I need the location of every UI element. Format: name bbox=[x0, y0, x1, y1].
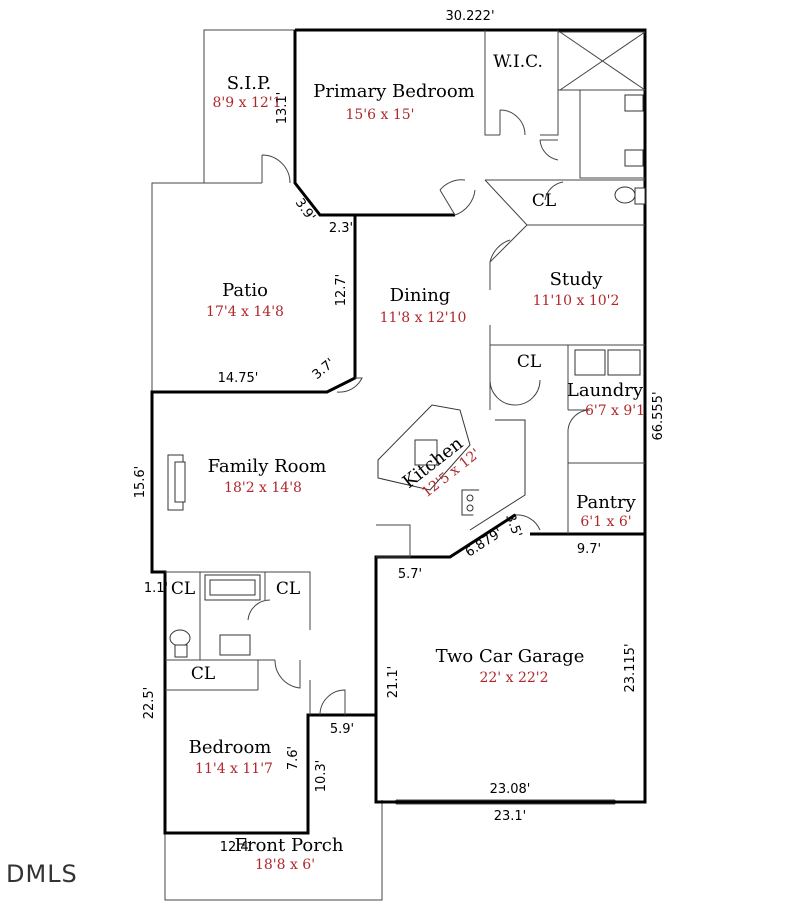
study-dims: 11'10 x 10'2 bbox=[533, 293, 620, 309]
front-porch-dims: 18'8 x 6' bbox=[255, 857, 315, 873]
interior-walls bbox=[165, 30, 646, 715]
measure-sip-side: 13.1' bbox=[275, 92, 290, 125]
two-car-garage-dims: 22' x 22'2 bbox=[479, 670, 548, 686]
sip-name: S.I.P. bbox=[227, 73, 271, 94]
measure-top-width: 30.222' bbox=[445, 9, 494, 24]
exterior-walls bbox=[150, 28, 647, 835]
measurements: 30.222' 13.1' 3.9' 2.3' 12.7' 14.75' 3.7… bbox=[133, 9, 666, 855]
measure-notch: 5.9' bbox=[330, 722, 354, 737]
pantry-name: Pantry bbox=[576, 492, 636, 513]
measure-family-left: 15.6' bbox=[133, 466, 148, 499]
dining-dims: 11'8 x 12'10 bbox=[380, 310, 467, 326]
closet-label: CL bbox=[532, 191, 556, 211]
closet-label: CL bbox=[517, 352, 541, 372]
measure-bedroom-right: 7.6' bbox=[286, 746, 301, 770]
dining-name: Dining bbox=[390, 285, 451, 306]
laundry-name: Laundry bbox=[567, 380, 644, 401]
fixtures bbox=[167, 94, 646, 658]
measure-kitchen-small: 3.5' bbox=[502, 512, 524, 540]
sip-dims: 8'9 x 12'1 bbox=[212, 95, 281, 111]
measure-kitchen-angle: 6.879' bbox=[463, 526, 505, 561]
measure-patio-bottom: 14.75' bbox=[218, 371, 259, 386]
closet-label: CL bbox=[191, 664, 215, 684]
closet-label: CL bbox=[171, 579, 195, 599]
measure-patio-side: 12.7' bbox=[334, 274, 349, 307]
study-name: Study bbox=[550, 269, 604, 290]
family-room-dims: 18'2 x 14'8 bbox=[224, 480, 302, 496]
measure-garage-bottom-outer: 23.1' bbox=[494, 809, 527, 824]
primary-bedroom-dims: 15'6 x 15' bbox=[345, 107, 414, 123]
bedroom-name: Bedroom bbox=[189, 737, 272, 758]
front-porch-name: Front Porch bbox=[235, 835, 344, 856]
measure-porch-side: 10.3' bbox=[314, 760, 329, 793]
measure-garage-left: 21.1' bbox=[386, 666, 401, 699]
measure-garage-top-left: 5.7' bbox=[398, 567, 422, 582]
family-room-name: Family Room bbox=[208, 456, 327, 477]
measure-garage-right: 23.115' bbox=[623, 643, 638, 692]
measure-patio-angle: 3.7' bbox=[310, 356, 338, 383]
bedroom-dims: 11'4 x 11'7 bbox=[195, 761, 273, 777]
door-swings bbox=[247, 109, 591, 716]
closet-label: CL bbox=[276, 579, 300, 599]
patio-dims: 17'4 x 14'8 bbox=[206, 304, 284, 320]
measure-angle-a: 3.9' bbox=[292, 196, 318, 224]
pantry-dims: 6'1 x 6' bbox=[580, 514, 631, 530]
laundry-dims: 6'7 x 9'1 bbox=[585, 403, 645, 419]
two-car-garage-name: Two Car Garage bbox=[436, 646, 585, 667]
measure-right-side: 66.555' bbox=[651, 391, 666, 440]
dmls-logo: DMLS bbox=[6, 860, 78, 888]
wic-name: W.I.C. bbox=[493, 52, 543, 72]
measure-bedroom-left: 22.5' bbox=[142, 687, 157, 720]
measure-garage-bottom-inner: 23.08' bbox=[490, 782, 531, 797]
measure-angle-b: 2.3' bbox=[329, 221, 353, 236]
patio-name: Patio bbox=[222, 280, 268, 301]
primary-bedroom-name: Primary Bedroom bbox=[313, 81, 475, 102]
measure-pantry-bottom: 9.7' bbox=[577, 542, 601, 557]
measure-closet-small: 1.1' bbox=[144, 581, 168, 596]
measure-porch-bottom: 12.4' bbox=[220, 840, 253, 855]
